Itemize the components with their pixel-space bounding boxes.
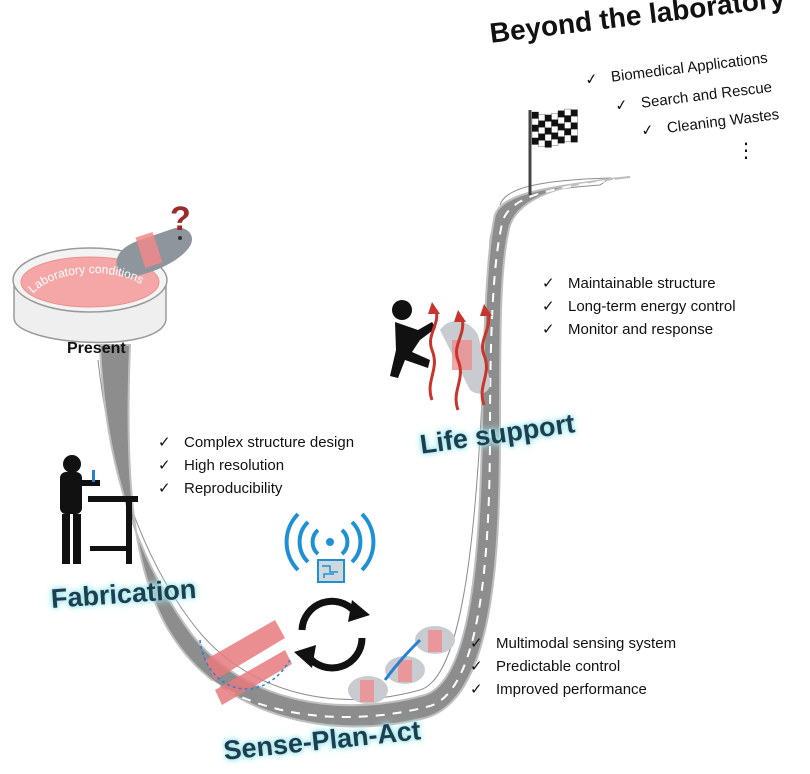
flag-square bbox=[570, 135, 578, 143]
check-icon: ✓ bbox=[158, 434, 171, 451]
worker-icon bbox=[60, 455, 138, 564]
check-icon: ✓ bbox=[584, 70, 599, 89]
flag-square bbox=[564, 108, 572, 116]
fabrication-item-3: ✓Reproducibility bbox=[158, 480, 283, 497]
flag-square bbox=[570, 122, 578, 130]
chip-icon bbox=[317, 559, 345, 583]
present-label: Present bbox=[67, 340, 126, 357]
check-icon: ✓ bbox=[470, 635, 483, 652]
road-surface bbox=[98, 176, 631, 728]
check-icon: ✓ bbox=[470, 681, 483, 698]
flag-square bbox=[557, 130, 565, 137]
road-center-line bbox=[185, 179, 616, 719]
check-icon: ✓ bbox=[640, 121, 655, 140]
wireless-signal-icon bbox=[284, 512, 376, 572]
flag-square bbox=[551, 139, 559, 146]
flag-square bbox=[557, 117, 565, 124]
check-icon: ✓ bbox=[158, 480, 171, 497]
spa-item-3: ✓Improved performance bbox=[470, 681, 647, 698]
falling-person-icon bbox=[390, 300, 436, 378]
flag-square bbox=[564, 121, 572, 129]
flag-square bbox=[538, 133, 546, 141]
flag-square bbox=[544, 140, 552, 148]
spa-item-2: ✓Predictable control bbox=[470, 658, 621, 675]
spa-item-1: ✓Multimodal sensing system bbox=[470, 635, 677, 652]
check-icon: ✓ bbox=[542, 275, 555, 292]
road bbox=[97, 176, 631, 728]
flag-square bbox=[551, 119, 559, 127]
life-support-item-2: ✓Long-term energy control bbox=[542, 298, 736, 315]
check-icon: ✓ bbox=[158, 457, 171, 474]
flag-square bbox=[531, 118, 539, 126]
flag-square bbox=[544, 121, 552, 129]
fabrication-item-2: ✓High resolution bbox=[158, 457, 285, 474]
life-support-item-1: ✓Maintainable structure bbox=[542, 275, 716, 292]
flag-square bbox=[564, 128, 572, 136]
robot-fish-icon bbox=[116, 227, 193, 278]
flag-square bbox=[531, 137, 539, 145]
checkered-flag-icon bbox=[528, 108, 578, 195]
flag-square bbox=[544, 134, 552, 142]
check-icon: ✓ bbox=[614, 96, 629, 115]
check-icon: ✓ bbox=[542, 321, 555, 338]
flag-square bbox=[551, 132, 559, 140]
flag-square bbox=[557, 110, 565, 118]
goal-more: ⋮ bbox=[736, 140, 756, 162]
flag-square bbox=[544, 127, 552, 135]
cycle-arrows-icon bbox=[294, 597, 370, 672]
flag-square bbox=[538, 120, 546, 128]
robot-swarm-icon bbox=[199, 620, 455, 705]
flag-square bbox=[551, 113, 559, 120]
check-icon: ✓ bbox=[542, 298, 555, 315]
flag-square bbox=[570, 116, 578, 123]
flag-square bbox=[538, 114, 546, 121]
flag-square bbox=[531, 124, 539, 132]
flag-square bbox=[531, 111, 539, 119]
check-icon: ✓ bbox=[470, 658, 483, 675]
flag-square bbox=[551, 126, 559, 133]
flag-square bbox=[557, 136, 565, 144]
flag-square bbox=[544, 114, 552, 122]
flag-square bbox=[570, 129, 578, 136]
question-mark: ? bbox=[170, 200, 191, 238]
flag-square bbox=[557, 123, 565, 131]
flag-square bbox=[564, 134, 572, 142]
flag-square bbox=[531, 131, 539, 139]
heat-wave-icon bbox=[428, 302, 492, 411]
flag-square bbox=[538, 127, 546, 134]
fabrication-item-1: ✓Complex structure design bbox=[158, 434, 355, 451]
flag-square bbox=[538, 140, 546, 147]
flag-square bbox=[564, 115, 572, 123]
flag-square bbox=[570, 109, 578, 117]
life-support-item-3: ✓Monitor and response bbox=[542, 321, 714, 338]
